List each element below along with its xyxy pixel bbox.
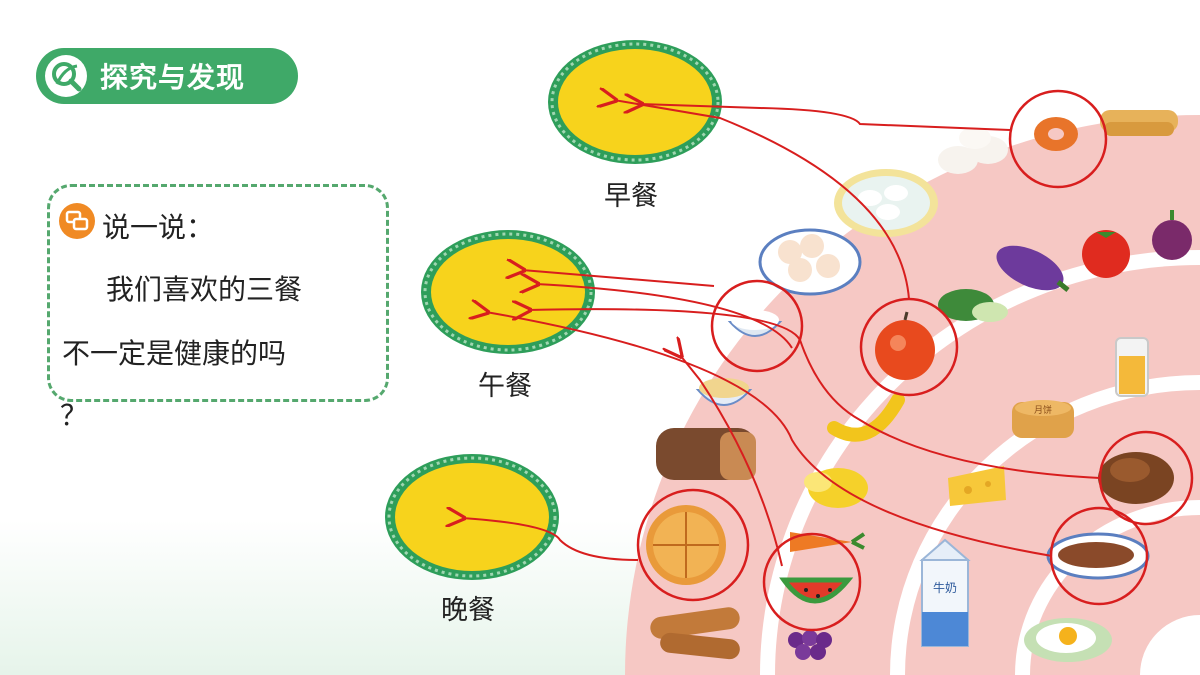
arrow-rice-to-lunch-2 xyxy=(536,284,793,349)
eggplant-icon xyxy=(996,245,1070,292)
fig-icon xyxy=(1152,210,1192,260)
porridge-bowl-icon xyxy=(695,378,753,406)
discussion-question-line3: ？ xyxy=(60,399,89,432)
bok-choy-icon xyxy=(938,289,1008,322)
discussion-box xyxy=(47,184,389,402)
highlight-donut xyxy=(1008,89,1108,189)
lunch-plate xyxy=(421,230,595,354)
rice-balls-icon xyxy=(758,228,862,296)
arrow-donut-to-breakfast xyxy=(640,104,1011,131)
breakfast-label: 早餐 xyxy=(604,181,658,212)
watermelon-icon xyxy=(779,577,854,604)
arrow-rice-to-lunch xyxy=(522,270,715,287)
banana-icon xyxy=(827,393,905,442)
orange-icon xyxy=(875,311,935,380)
speech-bubble-icon xyxy=(59,203,95,239)
highlight-rice-bowl xyxy=(710,279,804,373)
juice-glass-icon xyxy=(1115,337,1149,397)
fish-dish-icon xyxy=(1046,532,1150,580)
donut-icon xyxy=(1034,117,1078,151)
discussion-question-line2: 不一定是健康的吗 xyxy=(62,337,287,370)
background-fade xyxy=(0,520,700,675)
highlight-pizza xyxy=(636,488,750,602)
steamed-buns-icon xyxy=(938,127,1008,174)
section-header: 探究与发现 xyxy=(36,48,298,104)
milk-label: 牛奶 xyxy=(933,580,957,595)
food-items: 月饼 牛奶 xyxy=(646,110,1192,662)
cheese-icon xyxy=(948,466,1006,506)
arrow-fish-to-lunch xyxy=(486,312,1053,557)
fried-egg-icon xyxy=(1024,618,1112,662)
baguette-icon xyxy=(650,607,740,660)
arrow-orange-to-breakfast xyxy=(614,100,910,300)
tomato-icon xyxy=(1082,230,1130,278)
arrow-watermelon-up xyxy=(680,355,783,567)
magnifier-leaf-icon xyxy=(45,55,87,97)
lunch-label: 午餐 xyxy=(478,371,532,402)
carrot-icon xyxy=(790,532,866,552)
breakfast-plate xyxy=(548,40,722,164)
grapes-icon xyxy=(788,630,832,660)
milk-carton-icon: 牛奶 xyxy=(919,538,971,647)
discussion-heading: 说一说： xyxy=(102,211,215,244)
roast-chicken-icon xyxy=(1098,452,1174,504)
arrow-chicken-to-lunch xyxy=(528,309,1101,479)
fried-dough-stick-icon xyxy=(1100,110,1178,136)
arrow-pizza-to-dinner xyxy=(462,518,639,561)
dinner-plate xyxy=(385,454,559,580)
meal-arrows xyxy=(462,100,1101,567)
dinner-label: 晚餐 xyxy=(441,595,495,626)
discussion-question-line1: 我们喜欢的三餐 xyxy=(106,273,303,306)
mooncake-label: 月饼 xyxy=(1034,404,1052,416)
dumplings-icon xyxy=(834,169,938,237)
mooncake-icon: 月饼 xyxy=(1012,400,1074,438)
highlight-watermelon xyxy=(762,532,862,632)
bread-loaf-icon xyxy=(656,428,756,480)
pizza-icon xyxy=(646,505,726,585)
section-title: 探究与发现 xyxy=(100,61,246,94)
